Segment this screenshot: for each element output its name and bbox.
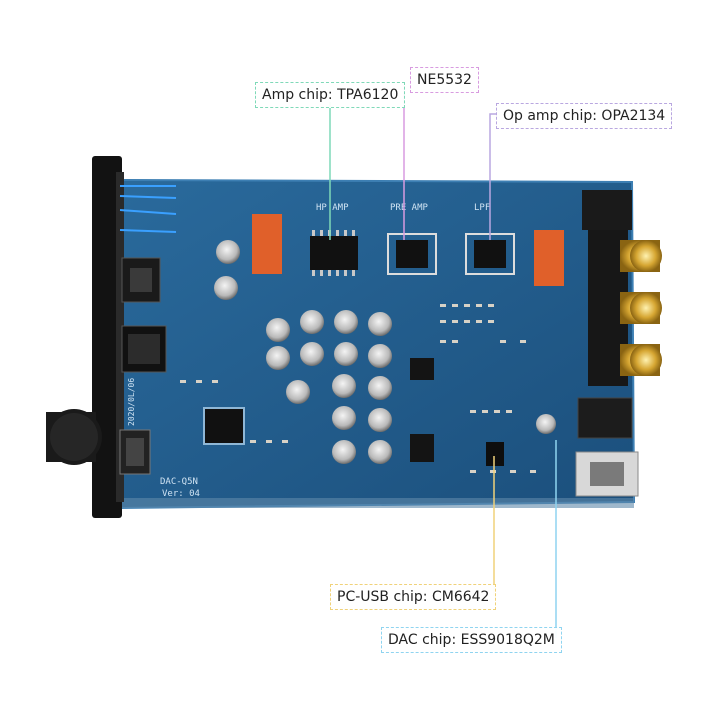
silk-lpf: LPF bbox=[474, 203, 490, 213]
dc-jack bbox=[582, 190, 632, 230]
relay-left bbox=[252, 214, 282, 274]
silk-pre-amp: PRE AMP bbox=[390, 203, 429, 213]
callout-amp-chip: Amp chip: TPA6120 bbox=[255, 82, 406, 108]
relay-right bbox=[534, 230, 564, 286]
optical-jack bbox=[577, 397, 633, 439]
silk-version: Ver: 04 bbox=[162, 489, 200, 499]
callout-op-amp-chip: Op amp chip: OPA2134 bbox=[496, 103, 673, 129]
silk-date: 2020/0L/06 bbox=[127, 378, 136, 426]
rca-jacks bbox=[620, 240, 662, 376]
cm6642-chip bbox=[203, 407, 245, 445]
silk-model: DAC-Q5N bbox=[160, 477, 198, 487]
opa2134-chip bbox=[474, 240, 506, 268]
callout-dac-chip: DAC chip: ESS9018Q2M bbox=[381, 627, 562, 653]
dac-chip bbox=[486, 442, 504, 466]
tpa6120-chip bbox=[310, 236, 358, 270]
callout-pc-usb-chip: PC-USB chip: CM6642 bbox=[330, 584, 497, 610]
op-leader-line bbox=[489, 113, 497, 240]
callout-ne5532: NE5532 bbox=[410, 67, 479, 93]
ne5532-chip bbox=[396, 240, 428, 268]
silk-hp-amp: HP AMP bbox=[316, 203, 349, 213]
capacitor-bank bbox=[214, 240, 556, 464]
